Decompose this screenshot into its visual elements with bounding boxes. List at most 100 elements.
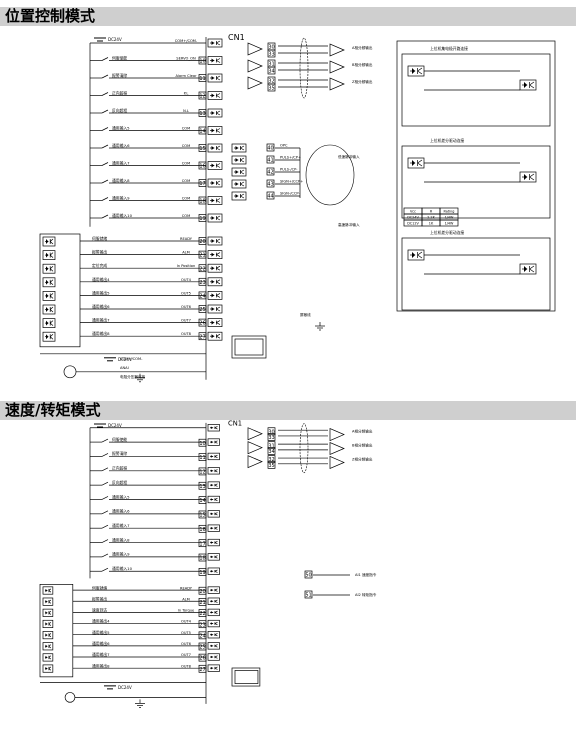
- opto-emitter: [214, 484, 218, 487]
- opto-emitter: [240, 195, 245, 199]
- opto-emitter: [214, 634, 218, 637]
- output-pin-label: OUT7: [181, 653, 191, 657]
- opto-emitter: [529, 268, 535, 273]
- opto-collector: [240, 193, 245, 197]
- input-switch: [101, 467, 109, 472]
- pulse-group-outline: [305, 144, 355, 206]
- encoder-label: B相分频输出: [352, 62, 373, 67]
- opto-diode: [210, 569, 214, 573]
- pin-number: 19: [199, 570, 205, 576]
- pin-number: 32: [268, 79, 274, 85]
- opto-diode: [211, 181, 215, 185]
- pulse-pin: [266, 191, 275, 200]
- opto-collector: [214, 644, 218, 647]
- input-signal-label: 伺服使能: [112, 437, 127, 442]
- relay-coil: [42, 250, 56, 260]
- output-optocoupler: [207, 304, 223, 314]
- relay-coil: [42, 331, 56, 342]
- pin-number: 33: [268, 435, 274, 441]
- opto-diode: [210, 655, 214, 659]
- opto-emitter: [216, 77, 221, 81]
- pin-number: 40: [267, 146, 273, 152]
- analog-pin: [304, 570, 313, 579]
- pin-number: 20: [199, 589, 205, 595]
- pin-number: 20: [199, 239, 205, 245]
- pin-number: 12: [199, 470, 205, 476]
- output-pin-label: READY: [180, 237, 193, 241]
- output-signal-label: 通用输出7: [92, 652, 110, 657]
- pin-number: 24: [199, 633, 205, 639]
- input-switch: [101, 162, 109, 166]
- input-signal-label: 通用输入5: [112, 125, 130, 130]
- pin-number: 26: [199, 321, 205, 327]
- host-circuit-box: [401, 145, 551, 219]
- encoder-label: A相分频输出: [352, 45, 373, 50]
- encoder-pin: [267, 66, 276, 75]
- speed-torque-diagram: CN1DC24V伺服使能10报警清除11正向超程12反向超程13通用输入514通…: [39, 419, 377, 708]
- encoder-line-driver: [247, 59, 263, 73]
- input-pin-label: COM: [182, 161, 190, 165]
- opto-diode: [210, 611, 214, 614]
- opto-collector: [48, 644, 52, 647]
- opto-emitter: [214, 656, 218, 659]
- opto-emitter: [48, 646, 52, 649]
- opto-diode: [210, 469, 214, 473]
- opto-emitter: [48, 668, 52, 671]
- encoder-line-receiver: [329, 441, 345, 456]
- pin-number: 35: [268, 86, 274, 92]
- encoder-label: Z相分频输出: [352, 79, 373, 84]
- input-optocoupler: [207, 510, 220, 518]
- opto-collector: [216, 93, 221, 96]
- analog-device-icon: [63, 365, 77, 379]
- opto-diode: [211, 320, 215, 325]
- opto-collector: [216, 215, 221, 219]
- input-signal-label: 通用输入8: [112, 178, 130, 183]
- opto-collector: [240, 157, 245, 161]
- opto-emitter: [48, 612, 52, 615]
- output-relay-frame: [39, 584, 74, 678]
- pin-number: 51: [305, 593, 311, 599]
- opto-emitter: [417, 254, 423, 259]
- pin-number: 27: [199, 667, 205, 673]
- opto-collector: [214, 633, 218, 636]
- input-optocoupler: [207, 213, 223, 223]
- opto-emitter: [48, 590, 52, 593]
- pin-number: 23: [199, 622, 205, 628]
- opto-emitter: [216, 335, 221, 339]
- opto-emitter: [216, 147, 221, 151]
- output-optocoupler: [207, 597, 220, 605]
- opto-emitter: [216, 165, 221, 168]
- output-signal-label: 通用输出5: [92, 290, 110, 295]
- opto-emitter: [48, 634, 52, 638]
- opto-emitter: [49, 241, 54, 245]
- opto-emitter: [49, 309, 54, 313]
- opto-emitter: [214, 612, 218, 614]
- input-optocoupler: [207, 178, 223, 188]
- input-signal-label: 通用输入6: [112, 143, 130, 148]
- host-circuit-box: [401, 53, 551, 127]
- input-optocoupler: [207, 38, 223, 48]
- output-pin-label: ALM: [182, 597, 190, 601]
- output-signal-label: 报警输出: [92, 250, 107, 255]
- analog-device-icon: [64, 692, 76, 703]
- opto-collector: [529, 81, 535, 86]
- opto-emitter: [240, 159, 245, 163]
- input-optocoupler: [207, 56, 223, 65]
- pin-number: 35: [268, 463, 274, 469]
- output-optocoupler: [207, 318, 223, 327]
- encoder-pin: [267, 49, 276, 58]
- opto-diode: [45, 588, 48, 593]
- output-optocoupler: [207, 331, 223, 341]
- opto-emitter: [216, 254, 221, 257]
- table-text: DC24V: [407, 216, 419, 220]
- pulse-optocoupler: [231, 179, 247, 189]
- opto-emitter: [216, 60, 221, 63]
- opto-diode: [211, 93, 215, 98]
- opto-diode: [211, 41, 215, 45]
- output-optocoupler: [207, 619, 220, 628]
- pin-number: 14: [199, 129, 205, 135]
- input-pin-label: COM: [182, 196, 190, 200]
- pin-number: 17: [199, 541, 205, 547]
- opto-collector: [48, 599, 52, 602]
- input-switch: [101, 510, 109, 515]
